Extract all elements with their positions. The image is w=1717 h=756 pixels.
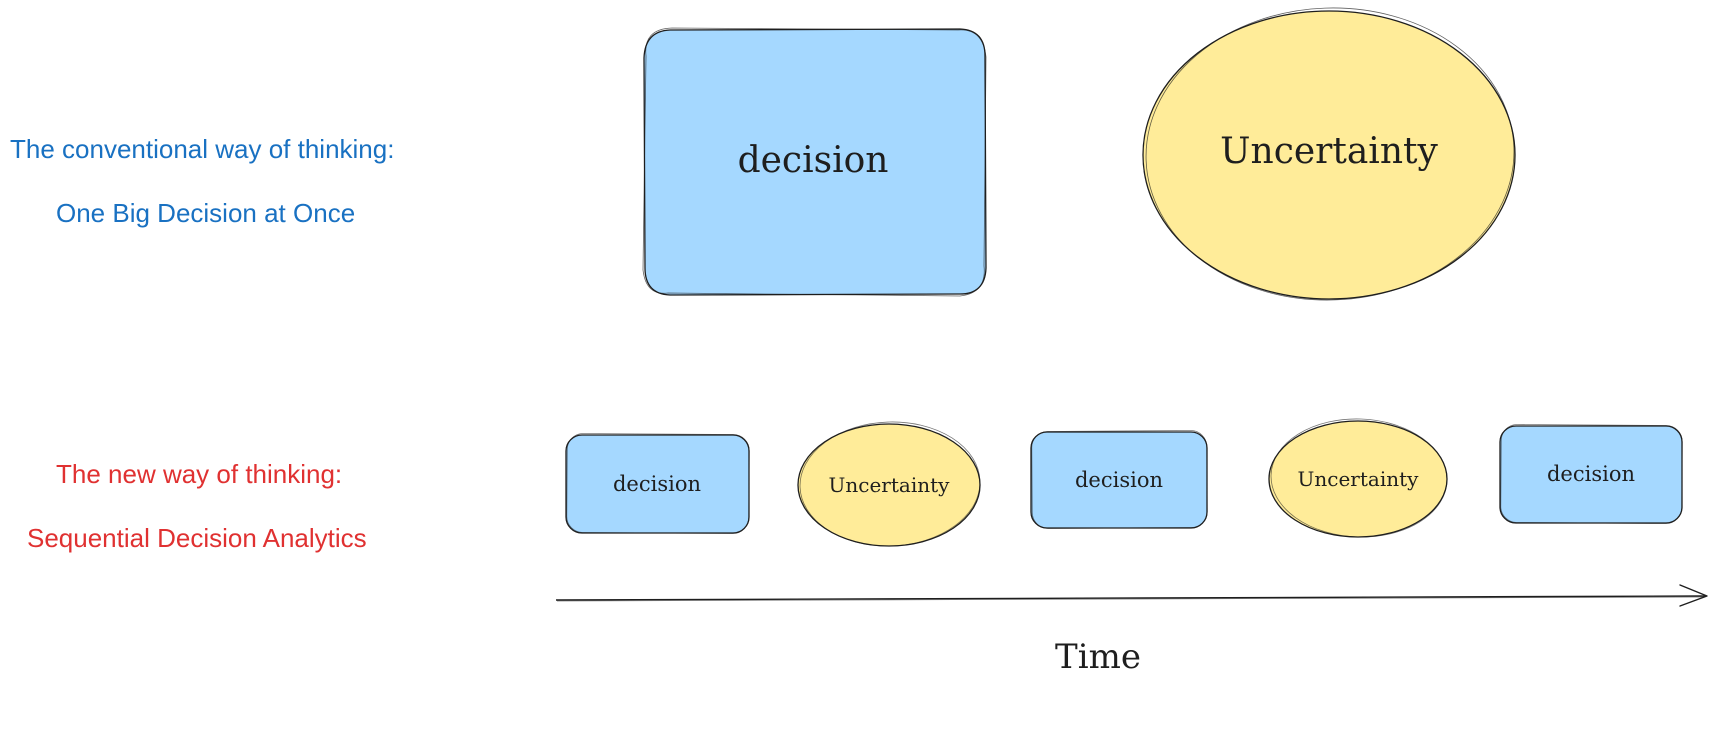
big-uncertainty-ellipse: Uncertainty — [1142, 7, 1516, 301]
sequence-decision-box: decision — [1499, 424, 1683, 524]
sequence-uncertainty-ellipse: Uncertainty — [797, 421, 981, 547]
sequence-decision-label: decision — [1547, 462, 1635, 486]
sequence-uncertainty-label: Uncertainty — [829, 473, 951, 497]
time-axis: Time — [555, 584, 1708, 677]
new-way-subheading: Sequential Decision Analytics — [27, 523, 367, 553]
sequence-uncertainty-ellipse: Uncertainty — [1268, 418, 1448, 538]
new-way-heading: The new way of thinking: — [56, 459, 343, 489]
conventional-heading: The conventional way of thinking: — [10, 134, 395, 164]
sequence-decision-label: decision — [613, 472, 701, 496]
big-decision-label: decision — [738, 140, 889, 181]
sequence-uncertainty-label: Uncertainty — [1298, 467, 1420, 491]
big-decision-box: decision — [642, 27, 987, 297]
sequence-row: decision Uncertainty decision Uncertaint… — [565, 418, 1683, 547]
big-uncertainty-shape — [1142, 10, 1516, 300]
arrow-right-icon — [1679, 584, 1708, 607]
sequence-decision-label: decision — [1075, 468, 1163, 492]
time-axis-line — [555, 595, 1707, 601]
conventional-subheading: One Big Decision at Once — [56, 198, 356, 228]
sequence-decision-box: decision — [565, 433, 750, 534]
sequence-decision-box: decision — [1030, 430, 1208, 529]
time-axis-label: Time — [1055, 637, 1141, 677]
big-uncertainty-label: Uncertainty — [1220, 131, 1438, 172]
